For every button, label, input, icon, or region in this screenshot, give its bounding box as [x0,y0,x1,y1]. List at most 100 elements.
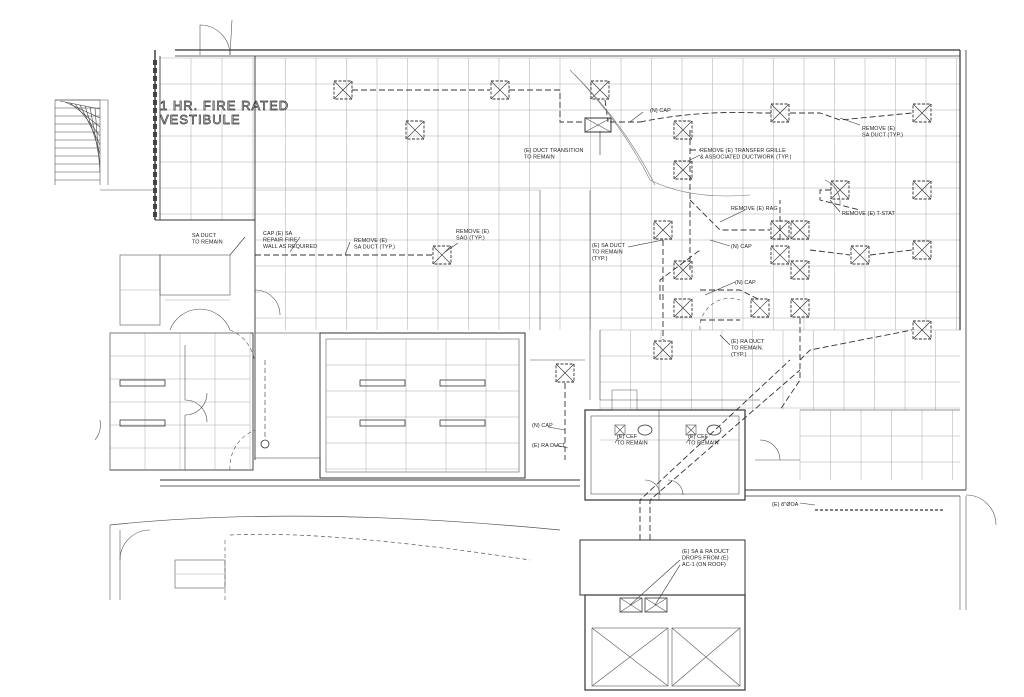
fixture [119,379,166,387]
supply-diffuser [432,245,452,265]
note-remove-rag: REMOVE (E) RAG [731,206,778,212]
door-swing [229,329,256,371]
diffuser-x [653,340,673,360]
plan-rect [591,627,669,687]
leader-line [799,502,816,506]
leader-line [629,111,644,123]
wall-hatch [153,68,157,73]
duct-run [509,89,585,123]
stair-tread [84,105,101,155]
note-line: (TYP.) [731,352,747,358]
supply-diffuser [912,320,932,340]
wall-hatch [153,132,157,137]
supply-diffuser [673,160,693,180]
wall-hatch [153,124,157,129]
duct-run [639,359,791,540]
note-line: (E) RA DUCT [532,443,566,449]
restroom-core-inner [590,415,740,495]
wall-hatch [153,196,157,201]
leader-line [839,117,861,126]
fixture [359,419,406,427]
diffuser-x [653,220,673,240]
door-swing [199,24,231,56]
duct-drop [619,597,643,613]
diffuser-x [490,80,510,100]
leader-line [444,242,459,253]
plan-line [619,597,643,613]
supply-diffuser [653,340,673,360]
leader-line [654,564,681,606]
plan-rect [614,424,626,436]
plan-path [100,99,109,185]
restroom-core [584,409,746,501]
wall-hatch [153,108,157,113]
plan-line [229,19,233,56]
door-swing [169,308,231,331]
leader-line [685,437,691,444]
note-line: AC-1 (ON ROOF) [682,562,726,568]
note-remove-transfer-grille: REMOVE (E) TRANSFER GRILLE& ASSOCIATED D… [700,148,792,161]
note-ra-duct-low: (E) RA DUCT [532,443,566,449]
plan-line [685,424,697,436]
note-line: (N) CAP [731,244,752,250]
duct-run [639,111,771,123]
note-oa-8in: (E) 8"ØOA [772,502,799,508]
note-line: DROPS FROM (E) [682,556,729,562]
ceiling-diffuser [260,439,270,449]
supply-diffuser [790,298,810,318]
wall-hatch [153,140,157,145]
fixture [119,419,166,427]
diffuser-x [333,80,353,100]
wall-hatch [153,188,157,193]
plan-rect [254,332,321,459]
door-swing [184,345,208,423]
toilet-fixture [706,424,722,436]
note-line: (E) RA DUCT [731,339,765,345]
plan-path [667,479,684,496]
wall-hatch [153,164,157,169]
diffuser-x [555,363,575,383]
plan-rect [685,424,697,436]
diffuser-x [830,180,850,200]
wall-hatch [153,156,157,161]
wall-hatch [153,116,157,121]
vestibule-label-line: 1 HR. FIRE RATED [160,98,289,113]
duct-transition [584,117,612,133]
supply-diffuser [750,298,770,318]
supply-diffuser [555,363,575,383]
plan-path [965,494,997,526]
supply-diffuser [912,180,932,200]
note-n-cap-mid1: (N) CAP [731,244,752,250]
leader-line [709,239,731,247]
note-line: REMOVE (E) [354,238,387,244]
plan-line [584,117,612,133]
leader-line [289,236,301,253]
curved-line [574,74,656,186]
leader-line [719,209,746,223]
wall-hatch [153,204,157,209]
leader-line [704,281,736,296]
wall-hatch [153,212,157,217]
supply-diffuser [912,103,932,123]
wall-hatch [153,60,157,65]
note-line: REPAIR FIRE [263,238,298,244]
diffuser-x [790,298,810,318]
vestibule-label-line: VESTIBULE [160,112,241,127]
supply-diffuser [653,220,673,240]
note-line: CAP (E) SA [263,231,293,237]
diffuser-x [673,260,693,280]
plan-line [671,627,741,687]
wall-hatch [153,76,157,81]
door-swing [254,289,281,316]
diffuser-x [912,240,932,260]
note-line: TO REMAIN [524,155,555,161]
wall-hatch [153,84,157,89]
diffuser-x [673,298,693,318]
note-line: REMOVE (E) [456,229,489,235]
note-line: REMOVE (E) [862,126,895,132]
